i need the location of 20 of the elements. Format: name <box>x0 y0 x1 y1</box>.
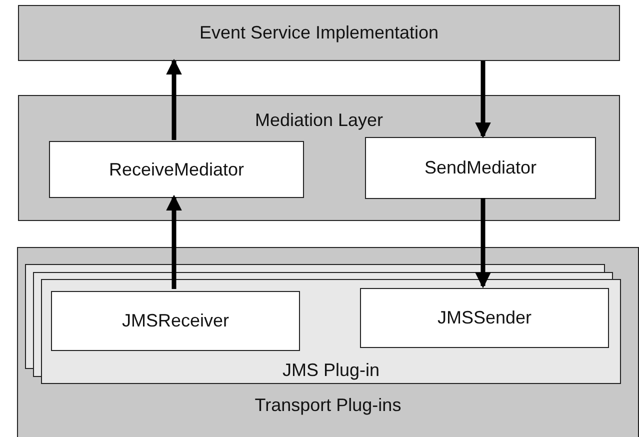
arrow <box>475 198 491 288</box>
node-label: Mediation Layer <box>254 110 384 131</box>
component-box <box>51 291 300 351</box>
node-label: SendMediator <box>423 158 538 178</box>
node-label: Event Service Implementation <box>198 22 440 44</box>
node-label: Transport Plug-ins <box>254 395 402 416</box>
component-box <box>365 137 596 199</box>
layer-panel <box>17 247 639 437</box>
node-label: ReceiveMediator <box>108 159 246 180</box>
arrow <box>166 194 182 289</box>
node-label: JMSSender <box>436 308 533 328</box>
arrow <box>166 58 182 140</box>
arrow <box>475 61 491 138</box>
plugin-panel <box>41 279 621 384</box>
component-box <box>49 141 304 198</box>
component-box <box>360 288 609 348</box>
layer-panel <box>18 5 620 61</box>
layer-panel <box>18 95 620 221</box>
node-label: JMS Plug-in <box>281 360 381 381</box>
node-label: JMSReceiver <box>120 310 230 332</box>
